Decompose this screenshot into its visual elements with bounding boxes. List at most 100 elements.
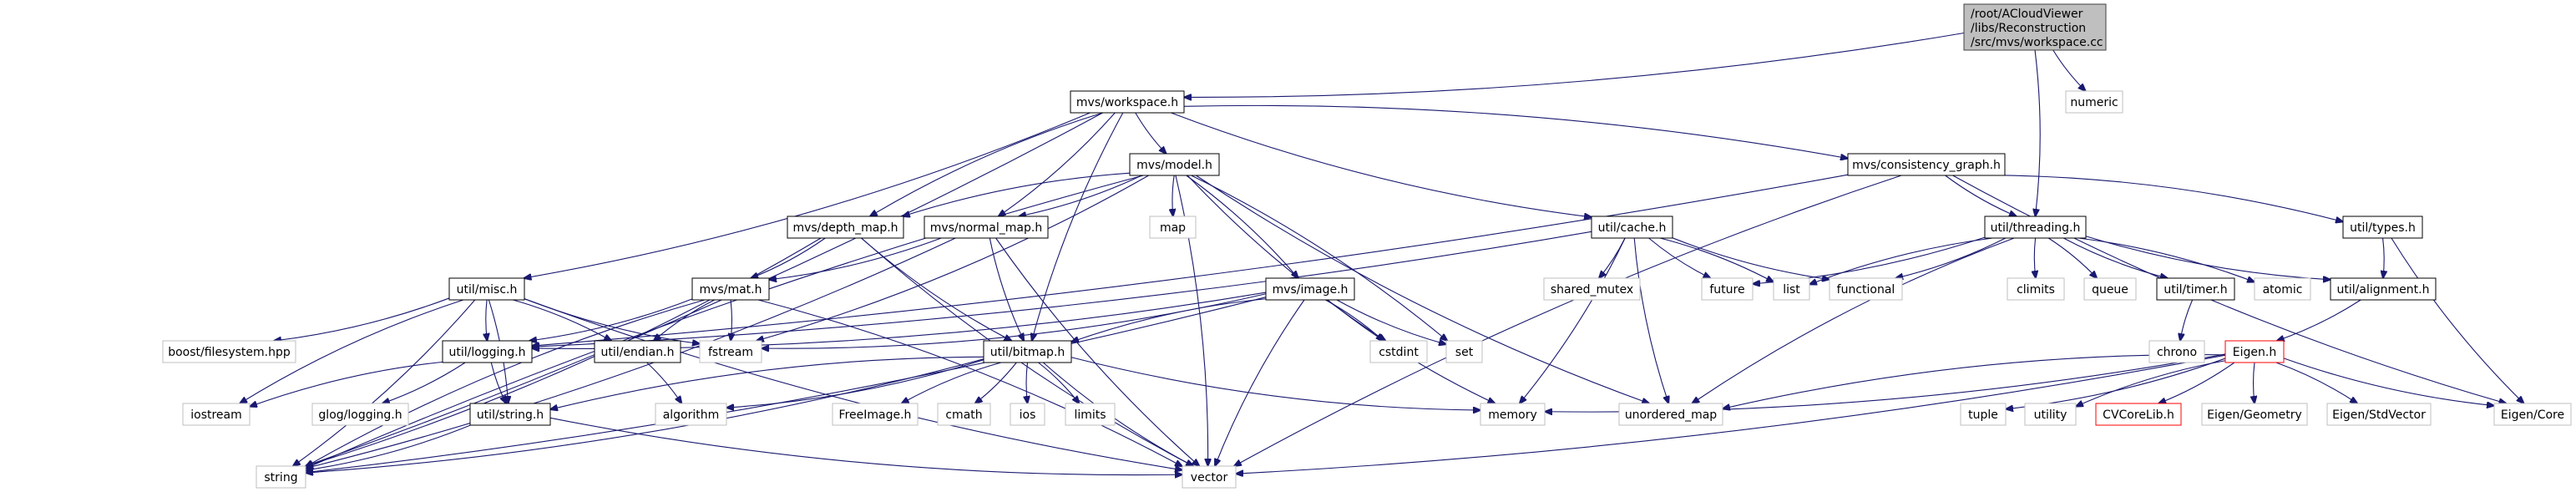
node-label: mvs/normal_map.h xyxy=(930,221,1042,235)
node-types-h[interactable]: util/types.h xyxy=(2342,216,2423,239)
edge-model_h-to-vector xyxy=(1175,175,1208,466)
node-label: mvs/depth_map.h xyxy=(792,221,898,235)
edge-model_h-to-image_h xyxy=(1186,175,1298,278)
node-chrono: chrono xyxy=(2148,340,2205,363)
node-label: FreeImage.h xyxy=(839,408,912,422)
node-box xyxy=(1182,465,1237,489)
node-box xyxy=(2065,90,2123,114)
node-box xyxy=(1984,216,2087,239)
node-normal-map-h[interactable]: mvs/normal_map.h xyxy=(924,216,1049,239)
edge-alignment_h-to-eigen_h xyxy=(2277,299,2361,341)
edge-normal_map_h-to-vector xyxy=(995,237,1200,466)
node-model-h[interactable]: mvs/model.h xyxy=(1129,153,1220,176)
node-box xyxy=(832,403,919,426)
edge-cache_h-to-shared_mutex xyxy=(1599,237,1626,278)
node-box xyxy=(1445,340,1483,363)
node-box xyxy=(2330,277,2437,301)
node-label: mvs/image.h xyxy=(1273,283,1349,297)
node-future: future xyxy=(1701,277,1754,301)
node-box xyxy=(655,403,727,426)
node-box xyxy=(594,340,681,363)
node-misc-h[interactable]: util/misc.h xyxy=(448,277,525,301)
edge-misc_h-to-logging_h xyxy=(486,299,488,341)
node-shared-mutex: shared_mutex xyxy=(1543,277,1641,301)
node-box xyxy=(1829,277,1903,301)
node-image-h[interactable]: mvs/image.h xyxy=(1265,277,1355,301)
edge-model_h-to-string xyxy=(306,175,1144,469)
node-box xyxy=(2493,403,2572,426)
edges-layer xyxy=(240,32,2524,474)
edge-cache_h-to-logging_h xyxy=(532,231,1592,347)
node-box xyxy=(1129,153,1220,176)
edge-eigen_h-to-tuple xyxy=(2006,358,2226,409)
node-label: map xyxy=(1160,221,1186,235)
node-glog: glog/logging.h xyxy=(311,403,409,426)
edge-misc_h-to-iostream xyxy=(240,299,464,403)
edge-image_h-to-string xyxy=(306,297,1267,473)
node-label: /root/ACloudViewer xyxy=(1971,8,2083,21)
node-endian-h[interactable]: util/endian.h xyxy=(594,340,681,363)
node-unordered-map: unordered_map xyxy=(1618,403,1723,426)
edge-cache_h-to-future xyxy=(1648,237,1711,278)
edge-threading_h-to-timer_h xyxy=(2062,237,2168,278)
edge-threading_h-to-queue xyxy=(2047,237,2097,278)
node-label: mvs/consistency_graph.h xyxy=(1852,159,2001,172)
node-cvcorelib[interactable]: CVCoreLib.h xyxy=(2095,403,2182,426)
node-box xyxy=(1149,216,1197,239)
edge-types_h-to-alignment_h xyxy=(2383,237,2385,278)
edge-cache_h-to-functional xyxy=(1672,237,1830,280)
node-label: limits xyxy=(1074,408,1106,422)
edge-consistency_graph_h-to-types_h xyxy=(2004,175,2343,222)
node-string-h[interactable]: util/string.h xyxy=(469,403,551,426)
node-boost-fs: boost/filesystem.hpp xyxy=(162,340,296,363)
node-label: util/logging.h xyxy=(448,346,525,359)
node-box xyxy=(983,340,1072,363)
edge-normal_map_h-to-mat_h xyxy=(769,237,942,280)
node-label: unordered_map xyxy=(1625,408,1717,422)
node-label: util/timer.h xyxy=(2164,283,2227,297)
node-workspace-h[interactable]: mvs/workspace.h xyxy=(1070,90,1185,114)
node-numeric: numeric xyxy=(2065,90,2123,114)
node-logging-h[interactable]: util/logging.h xyxy=(442,340,533,363)
node-cache-h[interactable]: util/cache.h xyxy=(1591,216,1673,239)
node-box xyxy=(1847,153,2006,176)
node-label: CVCoreLib.h xyxy=(2103,408,2174,422)
edge-bitmap_h-to-string_h xyxy=(550,356,984,409)
edge-consistency_graph_h-to-vector xyxy=(1234,175,1902,466)
node-fstream: fstream xyxy=(699,340,762,363)
edge-string_h-to-vector xyxy=(549,417,1182,474)
node-label: future xyxy=(1709,283,1744,297)
node-box xyxy=(1963,3,2107,51)
edge-mat_h-to-logging_h xyxy=(529,298,693,341)
node-box xyxy=(2342,216,2423,239)
node-label: /src/mvs/workspace.cc xyxy=(1971,36,2103,49)
edge-eigen_h-to-eigen_stdvector xyxy=(2275,362,2357,403)
node-eigen-h[interactable]: Eigen.h xyxy=(2224,340,2285,363)
node-alignment-h[interactable]: util/alignment.h xyxy=(2330,277,2437,301)
node-label: util/string.h xyxy=(477,408,544,422)
node-label: util/alignment.h xyxy=(2337,283,2430,297)
node-label: algorithm xyxy=(663,408,720,422)
node-label: memory xyxy=(1488,408,1537,422)
node-depth-map-h[interactable]: mvs/depth_map.h xyxy=(787,216,904,239)
edge-string_h-to-string xyxy=(306,424,471,470)
node-utility: utility xyxy=(2024,403,2077,426)
node-root: /root/ACloudViewer/libs/Reconstruction/s… xyxy=(1963,3,2107,51)
node-label: Eigen/Geometry xyxy=(2207,408,2302,422)
node-mat-h[interactable]: mvs/mat.h xyxy=(691,277,770,301)
edge-normal_map_h-to-bitmap_h xyxy=(989,237,1024,341)
node-box xyxy=(1065,403,1116,426)
node-consistency-graph-h[interactable]: mvs/consistency_graph.h xyxy=(1847,153,2006,176)
node-bitmap-h[interactable]: util/bitmap.h xyxy=(983,340,1072,363)
node-label: chrono xyxy=(2157,346,2197,359)
node-timer-h[interactable]: util/timer.h xyxy=(2156,277,2235,301)
node-threading-h[interactable]: util/threading.h xyxy=(1984,216,2087,239)
edge-model_h-to-cstdint xyxy=(1187,175,1385,341)
node-label: util/endian.h xyxy=(601,346,675,359)
node-box xyxy=(256,465,306,489)
node-label: Eigen/Core xyxy=(2501,408,2564,422)
edge-workspace_h-to-normal_map_h xyxy=(999,112,1116,216)
edge-consistency_graph_h-to-threading_h xyxy=(1945,175,2017,216)
node-box xyxy=(448,277,525,301)
edge-depth_map_h-to-bitmap_h xyxy=(861,237,1012,341)
